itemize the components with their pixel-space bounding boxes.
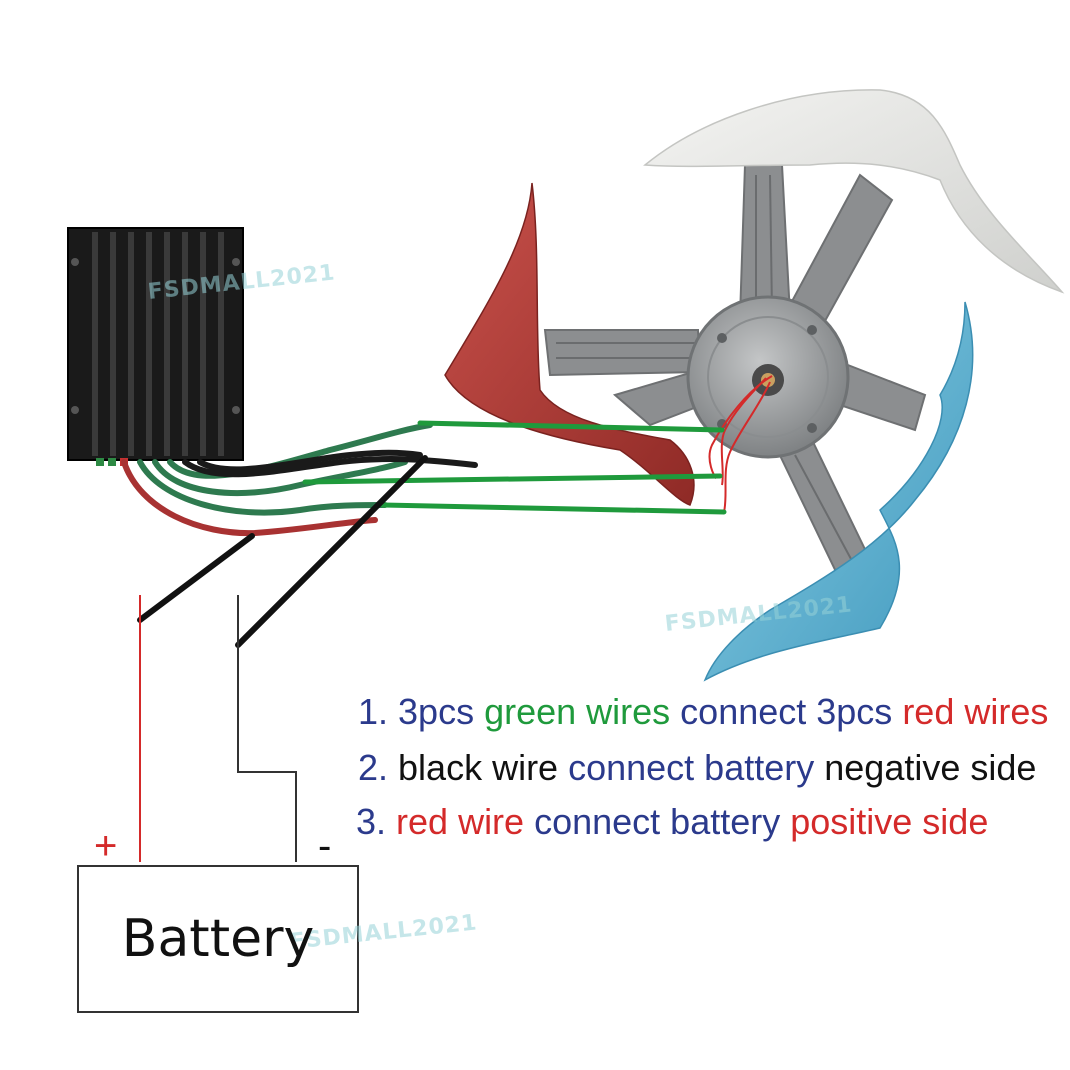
instruction-2-part-1: 2. xyxy=(358,747,399,788)
instruction-3: 3. red wire connect battery positive sid… xyxy=(356,802,988,842)
instruction-1: 1. 3pcs green wires connect 3pcs red wir… xyxy=(358,692,1048,732)
positive-terminal-sign: + xyxy=(94,824,118,868)
instruction-2-part-3: connect battery xyxy=(558,747,825,788)
turbine-blade-red xyxy=(444,182,695,506)
battery-icon xyxy=(77,865,359,1013)
instruction-3-part-1: 3. xyxy=(356,801,397,842)
instruction-1-part-2: green wires xyxy=(484,691,671,732)
instruction-3-part-3: connect battery xyxy=(524,801,791,842)
negative-terminal-sign: - xyxy=(318,824,332,868)
wind-turbine-icon xyxy=(444,89,1065,682)
instruction-2-part-2: black wire xyxy=(398,747,559,788)
instruction-1-part-1: 1. 3pcs xyxy=(358,691,485,732)
turbine-blade-blue xyxy=(703,301,974,682)
battery-wires xyxy=(139,595,297,862)
charge-controller-icon xyxy=(67,227,244,466)
green-connection-lines xyxy=(302,420,727,515)
battery-label: Battery xyxy=(121,909,315,969)
instruction-3-part-2: red wire xyxy=(396,801,525,842)
controller-cables xyxy=(121,422,478,537)
battery-leads xyxy=(137,455,428,648)
instruction-1-part-3: connect 3pcs xyxy=(670,691,903,732)
instruction-1-part-4: red wires xyxy=(902,691,1049,732)
instruction-3-part-4: positive side xyxy=(790,801,989,842)
instruction-2-part-4: negative side xyxy=(824,747,1037,788)
instruction-2: 2. black wire connect battery negative s… xyxy=(358,748,1036,788)
turbine-blade-white xyxy=(643,89,1065,294)
